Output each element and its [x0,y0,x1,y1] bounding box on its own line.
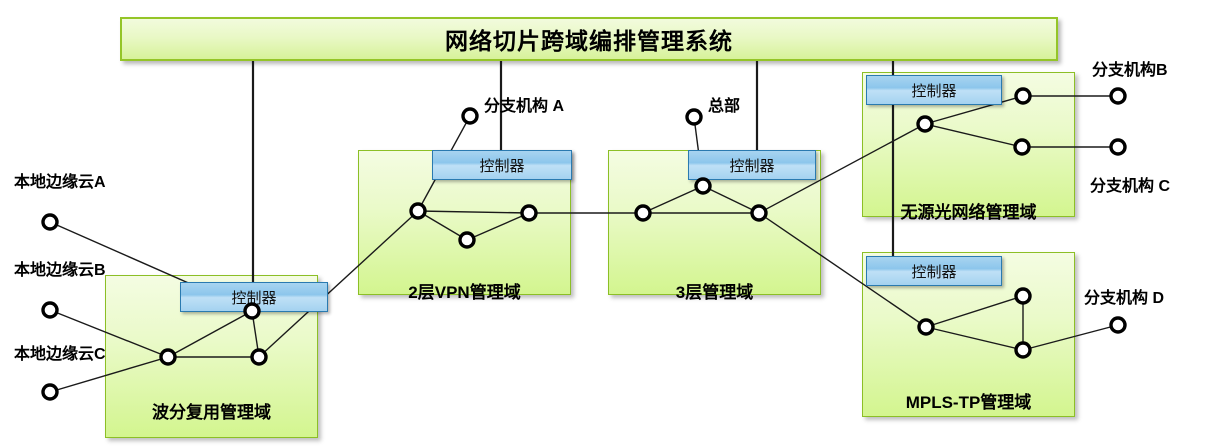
node-circle-icon [409,202,427,220]
node-circle-icon [250,348,268,366]
link-l2-left-to-l2-right [417,210,530,214]
controller-label-l2vpn: 控制器 [479,157,525,175]
network-node-hq-node[interactable] [685,108,703,126]
domain-label-pon: 无源光网络管理域 [900,203,1037,222]
network-node-wdm-top[interactable] [243,302,261,320]
network-node-l2-mid[interactable] [458,231,476,249]
node-circle-icon [520,204,538,222]
link-l3-ctrl-node-to-l3-left [642,185,704,214]
caption-branch-d: 分支机构 D [1084,290,1165,307]
network-node-l3-left[interactable] [634,204,652,222]
network-node-edge-b[interactable] [41,301,59,319]
network-node-edge-c[interactable] [41,383,59,401]
link-mpls-lower-to-branch-d-node [1022,324,1119,351]
network-node-l2-left[interactable] [409,202,427,220]
controller-label-mplstp: 控制器 [911,263,957,281]
network-node-l3-right[interactable] [750,204,768,222]
link-pon-mid-to-pon-lower [924,123,1023,148]
caption-branch-c: 分支机构 C [1090,178,1171,195]
node-circle-icon [458,231,476,249]
node-circle-icon [41,301,59,319]
domain-label-l2vpn: 2层VPN管理域 [408,283,521,302]
caption-branch-a: 分支机构 A [484,98,565,115]
node-circle-icon [694,177,712,195]
link-wdm-right-to-l2-left [258,210,419,358]
network-node-pon-mid[interactable] [916,115,934,133]
caption-edge-cloud-b: 本地边缘云B [14,262,106,279]
network-node-branch-a-node[interactable] [461,107,479,125]
network-node-l3-ctrl-node[interactable] [694,177,712,195]
link-l3-ctrl-node-to-l3-right [702,185,760,214]
controller-label-pon: 控制器 [911,82,957,100]
link-l2-left-to-l2-mid [417,210,468,241]
link-l2-mid-to-l2-right [466,212,530,241]
network-node-wdm-left[interactable] [159,348,177,366]
caption-edge-cloud-a: 本地边缘云A [14,174,106,191]
node-circle-icon [1013,138,1031,156]
domain-label-wdm: 波分复用管理域 [152,403,271,422]
network-node-pon-lower[interactable] [1013,138,1031,156]
controller-badge-mplstp[interactable]: 控制器 [866,256,1002,286]
node-circle-icon [750,204,768,222]
node-circle-icon [243,302,261,320]
network-node-edge-a[interactable] [41,213,59,231]
controller-label-wdm: 控制器 [231,289,277,307]
controller-badge-pon[interactable]: 控制器 [866,75,1002,105]
node-circle-icon [41,213,59,231]
node-circle-icon [41,383,59,401]
link-l3-right-to-mpls-left [758,212,927,328]
network-node-branch-b-node[interactable] [1109,87,1127,105]
link-mpls-left-to-mpls-lower [925,326,1024,351]
caption-branch-b: 分支机构B [1092,62,1168,79]
link-edge-b-to-wdm-left [49,309,169,358]
node-circle-icon [1109,87,1127,105]
link-l3-right-to-pon-mid [758,123,926,214]
controller-badge-l3[interactable]: 控制器 [688,150,816,180]
node-circle-icon [1014,341,1032,359]
node-circle-icon [634,204,652,222]
controller-label-l3: 控制器 [729,157,775,175]
network-node-mpls-left[interactable] [917,318,935,336]
link-wdm-top-to-wdm-left [167,310,253,358]
network-node-mpls-upper[interactable] [1014,287,1032,305]
network-node-l2-right[interactable] [520,204,538,222]
node-circle-icon [1014,87,1032,105]
network-node-branch-c-node[interactable] [1109,138,1127,156]
network-node-wdm-right[interactable] [250,348,268,366]
controller-badge-wdm[interactable]: 控制器 [180,282,328,312]
caption-hq: 总部 [708,98,741,115]
node-circle-icon [685,108,703,126]
system-title-bar: 网络切片跨域编排管理系统 [120,17,1058,61]
controller-badge-l2vpn[interactable]: 控制器 [432,150,572,180]
node-circle-icon [1109,138,1127,156]
node-circle-icon [917,318,935,336]
system-title-text: 网络切片跨域编排管理系统 [445,28,733,54]
node-circle-icon [1014,287,1032,305]
link-edge-c-to-wdm-left [49,356,169,393]
node-circle-icon [159,348,177,366]
caption-edge-cloud-c: 本地边缘云C [14,346,106,363]
network-node-mpls-lower[interactable] [1014,341,1032,359]
network-node-branch-d-node[interactable] [1109,316,1127,334]
network-node-pon-upper[interactable] [1014,87,1032,105]
link-mpls-left-to-mpls-upper [925,295,1024,328]
domain-label-l3: 3层管理域 [675,283,754,302]
domain-label-mplstp: MPLS-TP管理域 [905,393,1032,412]
node-circle-icon [461,107,479,125]
node-circle-icon [1109,316,1127,334]
link-pon-mid-to-pon-upper [924,95,1024,125]
node-circle-icon [916,115,934,133]
